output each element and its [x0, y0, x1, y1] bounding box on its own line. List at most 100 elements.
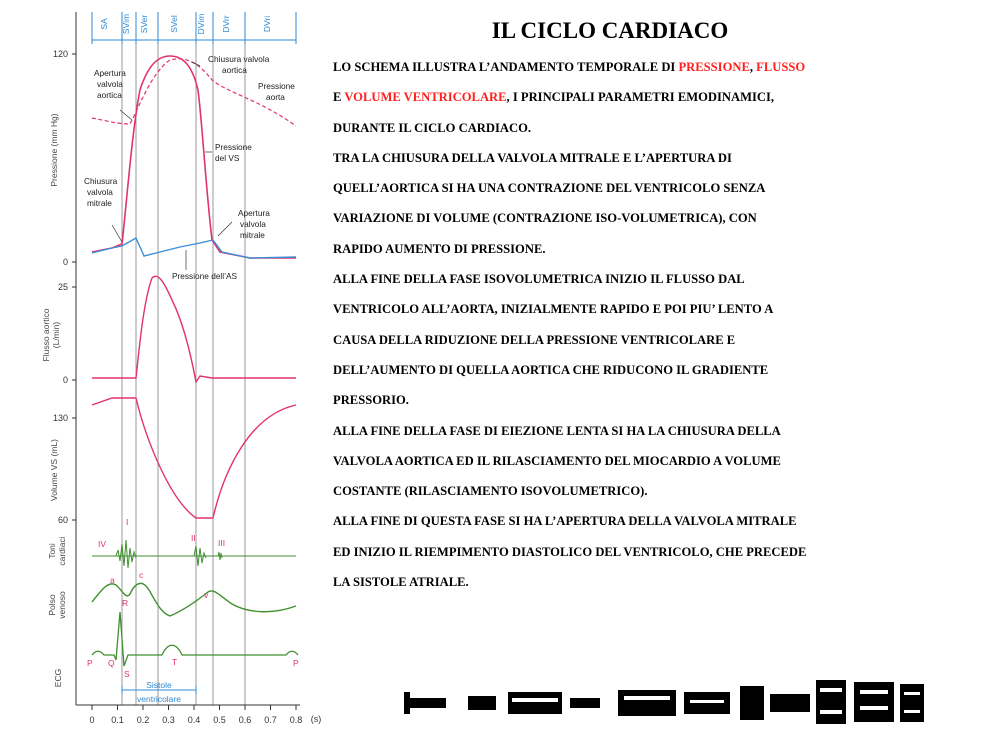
page-title: IL CICLO CARDIACO	[491, 18, 729, 43]
text-span: ,	[749, 60, 757, 74]
venous-label: a	[110, 575, 115, 585]
text-line: LA SISTOLE ATRIALE.	[333, 575, 469, 590]
highlight-flusso: FLUSSO	[756, 60, 806, 74]
text-line: VARIAZIONE DI VOLUME (CONTRAZIONE ISO-VO…	[333, 211, 757, 226]
heart-sounds-trace	[92, 539, 296, 569]
label-apertura-aortica: aortica	[97, 90, 122, 100]
y-tick-label: 60	[58, 515, 68, 525]
text-line: ALLA FINE DI QUESTA FASE SI HA L’APERTUR…	[333, 514, 797, 529]
phase-label: SA	[99, 18, 109, 30]
ecg-label: Q	[108, 658, 115, 668]
systole-label: Sistole	[146, 680, 172, 690]
text-line: ALLA FINE DELLA FASE ISOVOLUMETRICA INIZ…	[333, 272, 745, 287]
volume-axis-title: Volume VS (mL)	[49, 439, 59, 501]
text-span: , I PRINCIPALI PARAMETRI EMODINAMICI,	[506, 90, 775, 105]
label-apertura-mitrale: mitrale	[240, 230, 265, 240]
systole-bracket	[121, 686, 197, 694]
systole-label: ventricolare	[137, 694, 181, 704]
sound-label: I	[126, 517, 128, 527]
label-pressione-as: Pressione dell’AS	[172, 271, 237, 281]
phase-header	[91, 12, 297, 44]
venous-label: c	[139, 570, 144, 580]
pressure-annotation-arrows	[111, 61, 233, 270]
y-tick-label: 130	[53, 413, 68, 423]
ecg-label: R	[122, 598, 128, 608]
phase-label: DVim	[196, 14, 206, 35]
y-tick-label: 0	[63, 257, 68, 267]
cardiac-cycle-figure: SA SVim SVer SVel DVim DVrr DVri 120 0 2…	[41, 12, 322, 725]
sounds-axis-title: Toni	[47, 543, 57, 559]
x-tick-label: 0.2	[137, 715, 150, 725]
x-tick-label: 0.1	[111, 715, 124, 725]
x-tick-label: 0	[89, 715, 94, 725]
sounds-axis-title: cardiaci	[57, 536, 67, 565]
ventricular-pressure-curve	[91, 55, 296, 259]
aortic-pressure-curve	[91, 58, 297, 127]
sound-label: IV	[98, 539, 106, 549]
y-tick-label: 0	[63, 375, 68, 385]
y-tick-label: 25	[58, 282, 68, 292]
sound-label: III	[218, 538, 225, 548]
label-chiusura-aortica: aortica	[222, 65, 247, 75]
sound-label: II	[191, 533, 196, 543]
x-tick-label: 0.5	[213, 715, 226, 725]
text-span: LO SCHEMA ILLUSTRA L’ANDAMENTO TEMPORALE…	[333, 60, 679, 74]
y-tick-label: 120	[53, 49, 68, 59]
highlight-volume: VOLUME VENTRICOLARE	[344, 90, 507, 105]
ecg-label: P	[87, 658, 93, 668]
venous-pulse-curve	[91, 582, 297, 617]
venous-label: v	[204, 590, 209, 600]
label-chiusura-mitrale: Chiusura	[84, 176, 118, 186]
label-apertura-mitrale: valvola	[240, 219, 266, 229]
text-span: E	[333, 90, 345, 105]
x-tick-label: 0.7	[264, 715, 277, 725]
label-pressione-vs: Pressione	[215, 142, 252, 152]
x-tick-label: 0.3	[162, 715, 175, 725]
text-line: VALVOLA AORTICA ED IL RILASCIAMENTO DEL …	[333, 453, 781, 468]
ecg-label: P	[293, 658, 299, 668]
phase-label: DVrr	[221, 15, 231, 32]
ecg-axis-title: ECG	[53, 669, 63, 687]
venous-axis-title: Polso	[47, 594, 57, 616]
text-line: QUELL’AORTICA SI HA UNA CONTRAZIONE DEL …	[333, 181, 766, 196]
explanation-text: LO SCHEMA ILLUSTRA L’ANDAMENTO TEMPORALE…	[333, 52, 983, 597]
text-line: RAPIDO AUMENTO DI PRESSIONE.	[333, 241, 546, 256]
ecg-label: T	[172, 657, 177, 667]
ecg-label: S	[124, 669, 130, 679]
flow-axis-title: (L/min)	[51, 322, 61, 349]
text-line: CAUSA DELLA RIDUZIONE DELLA PRESSIONE VE…	[333, 332, 736, 347]
label-pressione-vs: del VS	[215, 153, 240, 163]
ventricular-volume-curve	[91, 397, 297, 519]
label-apertura-mitrale: Apertura	[238, 208, 270, 218]
label-apertura-aortica: Apertura	[94, 68, 126, 78]
venous-axis-title: venoso	[57, 591, 67, 619]
ecg-trace	[91, 611, 299, 667]
text-line: TRA LA CHIUSURA DELLA VALVOLA MITRALE E …	[333, 150, 732, 165]
pressure-axis-title: Pressione (mm Hg)	[49, 113, 59, 186]
x-axis	[76, 704, 300, 710]
x-tick-label: 0.6	[239, 715, 252, 725]
phase-label: DVri	[262, 16, 272, 32]
flow-axis-title: Flusso aortico	[41, 308, 51, 361]
label-pressione-aorta: aorta	[266, 92, 285, 102]
phase-label: SVer	[139, 15, 149, 34]
label-apertura-aortica: valvola	[97, 79, 123, 89]
text-line: COSTANTE (RILASCIAMENTO ISOVOLUMETRICO).	[333, 484, 648, 499]
x-tick-label: 0.4	[188, 715, 201, 725]
atrial-pressure-curve	[91, 237, 297, 259]
x-tick-label: 0.8	[290, 715, 303, 725]
label-chiusura-mitrale: mitrale	[87, 198, 112, 208]
highlight-pressione: PRESSIONE	[678, 60, 750, 74]
text-line: VENTRICOLO ALL’AORTA, INIZIALMENTE RAPID…	[333, 302, 774, 317]
text-line: LO SCHEMA ILLUSTRA L’ANDAMENTO TEMPORALE…	[333, 52, 983, 82]
text-line: DURANTE IL CICLO CARDIACO.	[333, 120, 532, 135]
y-axis	[72, 12, 77, 705]
phase-gridlines	[121, 44, 246, 705]
phase-label: SVim	[121, 14, 131, 34]
x-unit-label: (s)	[311, 714, 322, 724]
text-line: DELL’AUMENTO DI QUELLA AORTICA CHE RIDUC…	[333, 362, 769, 377]
text-line: E VOLUME VENTRICOLARE, I PRINCIPALI PARA…	[333, 82, 983, 112]
phase-label: SVel	[169, 15, 179, 33]
text-line: PRESSORIO.	[333, 393, 409, 408]
text-line: ALLA FINE DELLA FASE DI EIEZIONE LENTA S…	[333, 423, 781, 438]
